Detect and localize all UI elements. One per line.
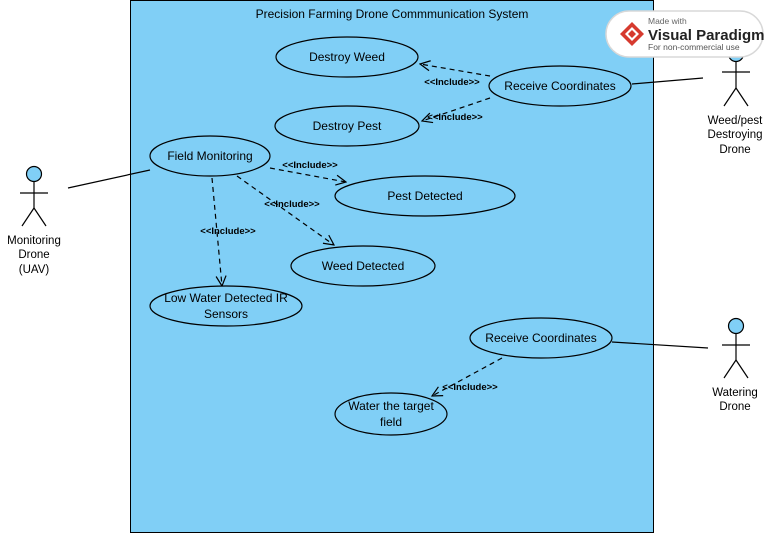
include-arrow-weed-detected [236,175,334,245]
actor-label: Watering [712,387,758,399]
watermark-made-with: Made with [648,16,687,26]
actor-monitoring-drone[interactable]: Monitoring Drone (UAV) [7,165,61,277]
use-case-label: field [380,415,402,429]
include-arrow-pest-detected [269,167,346,182]
use-case-label: Field Monitoring [167,149,252,163]
stick-figure-icon [722,317,750,379]
use-case-label: Sensors [204,307,248,321]
actor-label: Drone [18,249,49,261]
use-case-water-target-field[interactable]: Water the target field [334,392,448,436]
include-label: <<Include>> [427,112,483,123]
use-case-destroy-pest[interactable]: Destroy Pest [274,105,420,147]
actor-label: Weed/pest [708,115,764,127]
use-case-field-monitoring[interactable]: Field Monitoring [149,135,271,177]
actor-watering-drone[interactable]: Watering Drone [712,317,758,414]
use-case-pest-detected[interactable]: Pest Detected [334,175,516,217]
use-case-label: Destroy Weed [309,50,385,64]
actor-label: Monitoring [7,235,61,247]
association-monitoring-field [67,169,151,189]
use-case-receive-coordinates-top[interactable]: Receive Coordinates [488,65,632,107]
include-label: <<Include>> [424,77,480,88]
use-case-label: Weed Detected [322,259,405,273]
actor-label: Drone [719,401,750,413]
stick-figure-icon [20,165,48,227]
visual-paradigm-watermark: Made with Visual Paradigm For non-commer… [605,10,764,58]
system-title: Precision Farming Drone Commmunication S… [256,7,529,21]
include-arrow-low-water [211,177,222,286]
include-label: <<Include>> [264,199,320,210]
use-case-label: Low Water Detected IR [164,291,288,305]
use-case-label: Water the target [348,399,434,413]
use-case-label: Receive Coordinates [485,331,596,345]
actor-label: Destroying [708,129,763,141]
include-relationships [211,64,503,396]
include-arrow-destroy-weed [420,64,491,77]
include-label: <<Include>> [442,382,498,393]
include-arrow-water-field [432,357,503,396]
association-weedpest-receive [631,77,704,85]
include-label: <<Include>> [282,160,338,171]
watermark-subtitle: For non-commercial use [648,42,740,52]
use-case-receive-coordinates-bottom[interactable]: Receive Coordinates [469,317,613,359]
include-arrow-destroy-pest [422,97,491,121]
actor-label: Drone [719,144,750,156]
use-case-weed-detected[interactable]: Weed Detected [290,245,436,287]
use-case-label: Pest Detected [387,189,462,203]
use-case-label: Destroy Pest [313,119,382,133]
actor-label: (UAV) [19,264,50,276]
use-case-label: Receive Coordinates [504,79,615,93]
include-label: <<Include>> [200,226,256,237]
use-case-destroy-weed[interactable]: Destroy Weed [275,36,419,78]
actor-weed-pest-destroying-drone[interactable]: Weed/pest Destroying Drone [708,45,764,157]
visual-paradigm-logo-icon [620,22,644,46]
association-watering-receive [611,341,709,349]
watermark-brand: Visual Paradigm [648,27,764,44]
use-case-low-water-detected[interactable]: Low Water Detected IR Sensors [149,285,303,327]
